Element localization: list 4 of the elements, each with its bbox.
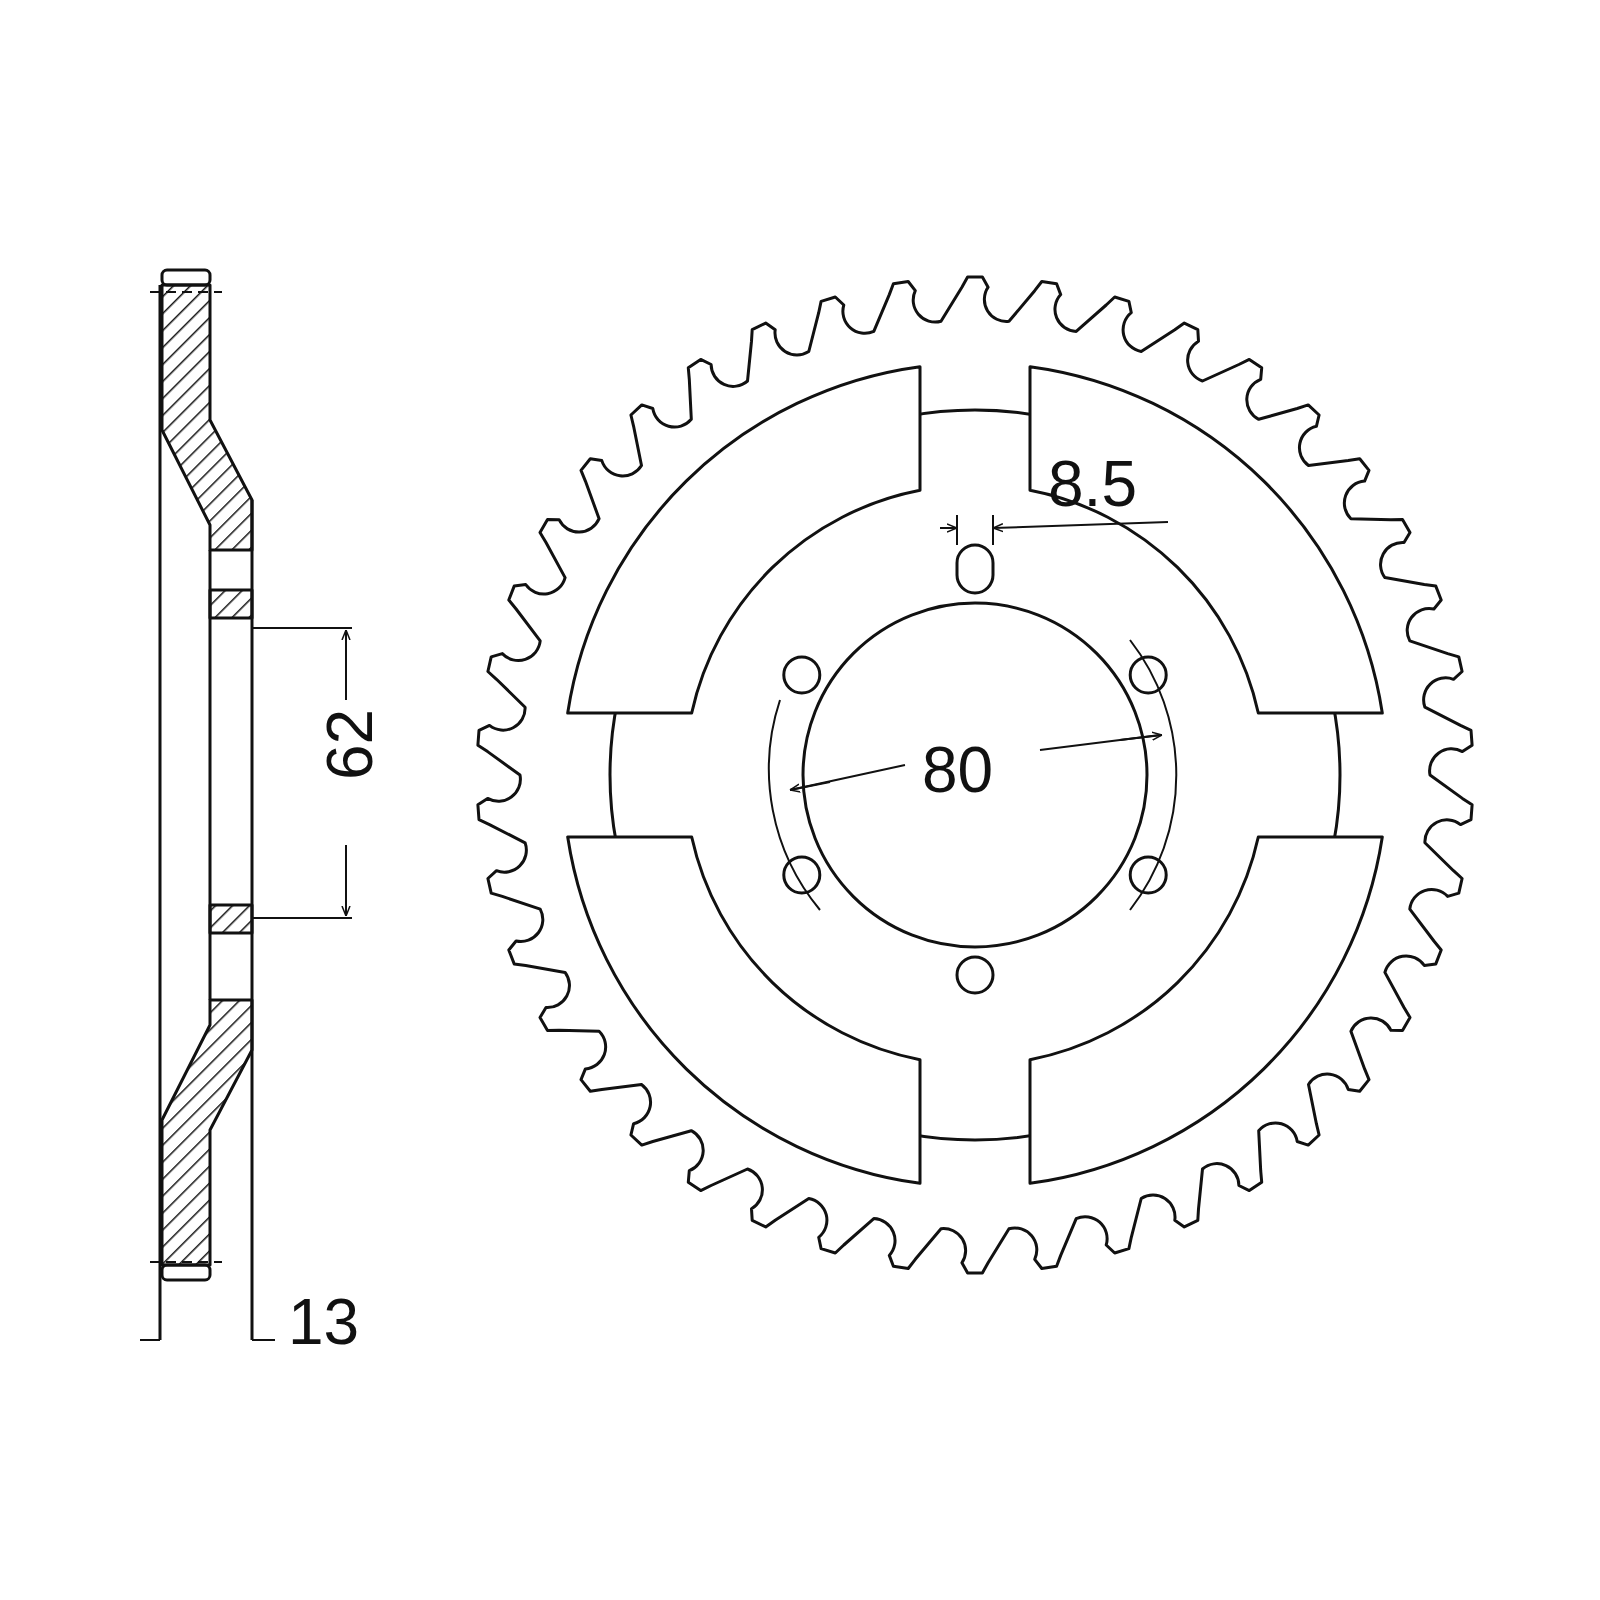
dimension-label: 13 (288, 1290, 360, 1354)
dimension-label: 62 (318, 708, 382, 780)
dimension-label: 80 (922, 738, 994, 802)
dimension-label: 8.5 (1048, 452, 1137, 516)
